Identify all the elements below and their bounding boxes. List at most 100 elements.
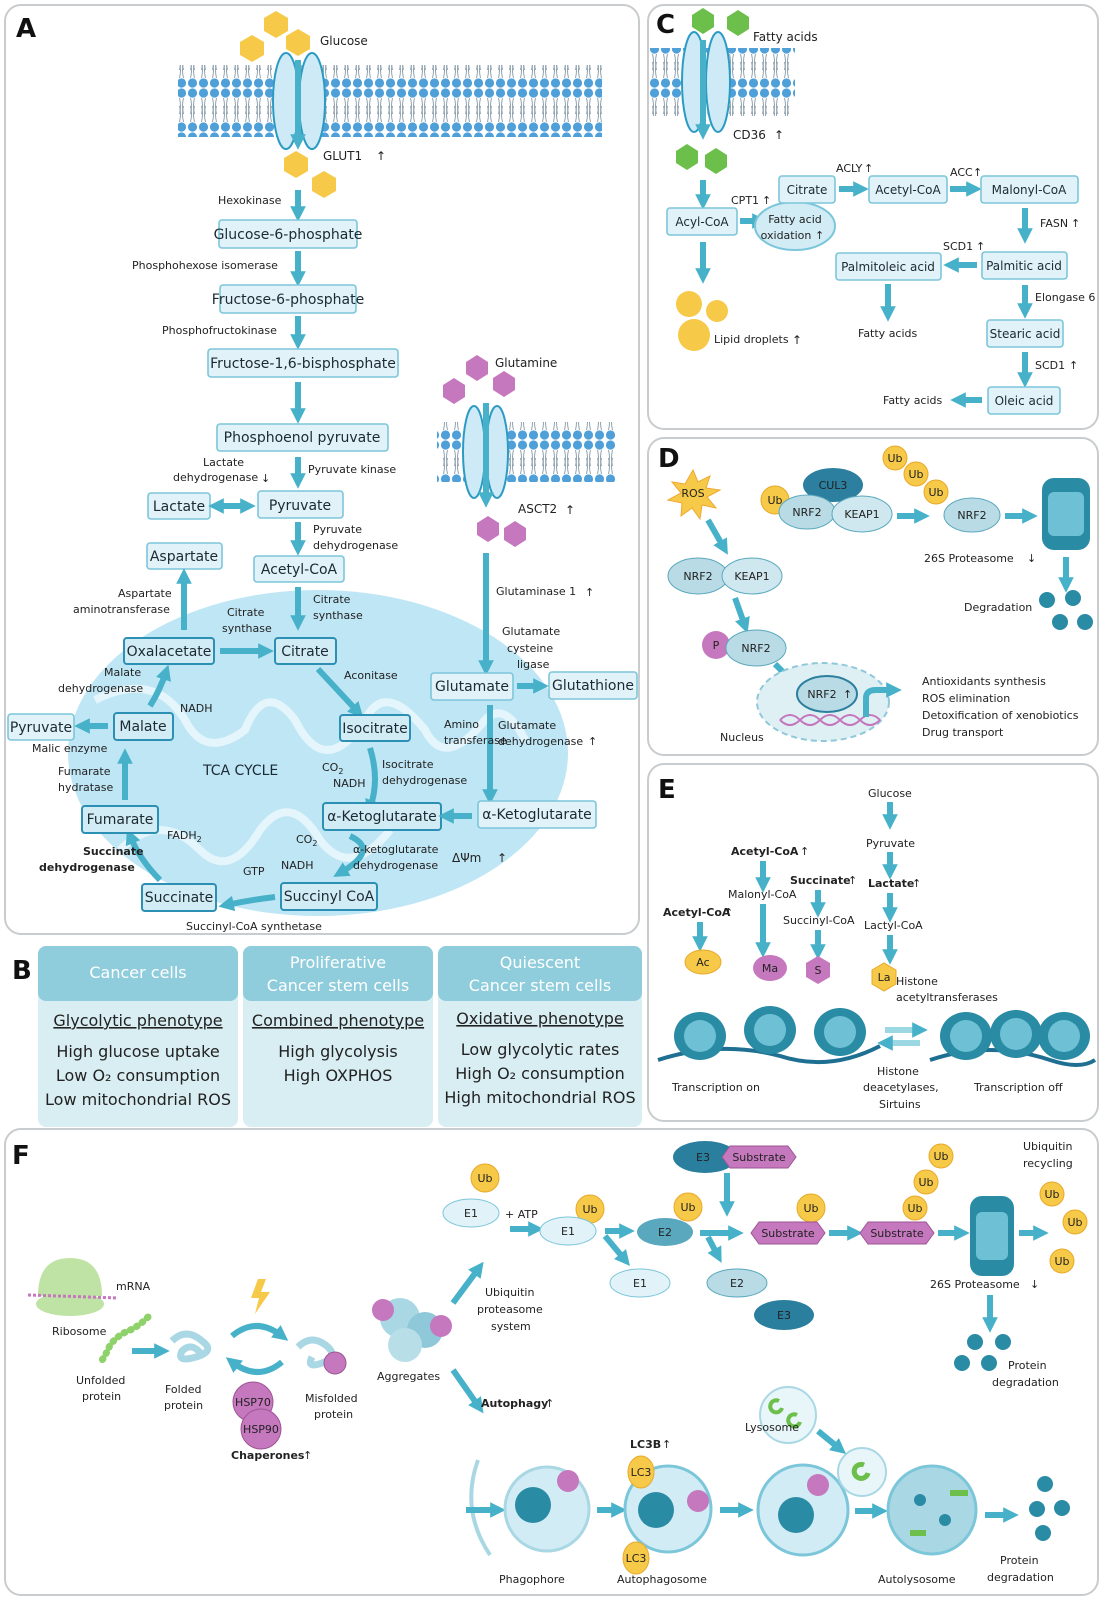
panel-label-a: A — [16, 14, 36, 44]
mrna-label: mRNA — [116, 1280, 151, 1293]
acetylcoa-c-box — [868, 175, 948, 204]
panel-label-d: D — [658, 444, 680, 474]
cristae — [93, 684, 529, 754]
ub-f-label: Ub — [907, 1202, 922, 1215]
down-arrow: ↓ — [261, 472, 270, 485]
glucose-e-label: Glucose — [868, 787, 912, 800]
dna-helix — [779, 714, 881, 726]
nrf2-label-2: NRF2 — [741, 642, 770, 655]
col2-line1: High glycolysis — [278, 1042, 398, 1061]
e2-label-1: E2 — [658, 1226, 672, 1239]
col1-line2: Low O₂ consumption — [56, 1066, 220, 1085]
pdeg-label-1: Protein — [1008, 1359, 1047, 1372]
nucleus-label: Nucleus — [720, 731, 764, 744]
autophagosome-label: Autophagosome — [617, 1573, 707, 1586]
ac-label: Ac — [696, 956, 709, 969]
ub-circle — [673, 1192, 703, 1222]
mrna-strand — [27, 1293, 119, 1300]
fh-label-2: hydratase — [58, 781, 114, 794]
glutamate-label: Glutamate — [435, 679, 509, 695]
malate-label: Malate — [119, 719, 166, 735]
fa-hexagon — [692, 8, 714, 34]
aggregates-label: Aggregates — [377, 1370, 440, 1383]
glutamine-hexagon — [443, 378, 465, 404]
table-col-1-header — [38, 946, 238, 1001]
substrate-hex — [721, 1145, 797, 1169]
peptide-dot — [1035, 1525, 1051, 1541]
p-label: P — [713, 639, 720, 652]
nrf2-label-1: NRF2 — [683, 570, 712, 583]
outcome-1: Antioxidants synthesis — [922, 675, 1046, 688]
md-label-1: Malate — [104, 666, 141, 679]
acylcoa-box — [666, 207, 738, 236]
fao-label-2: oxidation — [761, 229, 812, 242]
col3-line3: High mitochondrial ROS — [444, 1088, 635, 1107]
unfolded-protein — [96, 1313, 152, 1367]
glucose-hexagon — [286, 29, 310, 56]
up-arrow: ↑ — [864, 162, 873, 175]
s-hexagon — [806, 956, 830, 984]
gls-label: Glutaminase 1 — [496, 585, 576, 598]
e1-oval — [442, 1198, 500, 1228]
ub-circle — [1049, 1248, 1075, 1274]
ma-label: Ma — [762, 962, 778, 975]
proteasome-d-label: 26S Proteasome — [924, 552, 1014, 565]
glutamine-label: Glutamine — [495, 356, 557, 370]
glucose-hexagon — [240, 35, 264, 62]
ros-burst — [666, 468, 722, 521]
ub-circle — [1062, 1209, 1088, 1235]
ubrec-label-1: Ubiquitin — [1023, 1140, 1072, 1153]
lysosome-small — [837, 1447, 887, 1497]
col3-line2: High O₂ consumption — [455, 1064, 625, 1083]
e3-oval — [754, 1300, 814, 1330]
damaged-mito — [515, 1487, 551, 1523]
col2-header-2: Cancer stem cells — [267, 976, 409, 995]
ub-f-label: Ub — [1044, 1188, 1059, 1201]
e1-oval — [609, 1268, 671, 1298]
proteasome-f-label: 26S Proteasome — [930, 1278, 1020, 1291]
ub-label: Ub — [908, 468, 923, 481]
f6p-label: Fructose-6-phosphate — [212, 292, 364, 308]
folded-label-2: protein — [164, 1399, 203, 1412]
ubrec-label-2: recycling — [1023, 1157, 1073, 1170]
f6p-box — [219, 284, 357, 314]
fao-label-1: Fatty acid — [768, 213, 822, 226]
ub-circle — [923, 479, 949, 505]
substrate-hex — [750, 1221, 826, 1245]
e2-oval — [706, 1268, 768, 1298]
degradation-label: Degradation — [964, 601, 1032, 614]
f16bp-label: Fructose-1,6-bisphosphate — [210, 356, 396, 372]
acetylcoa-box — [253, 555, 345, 583]
nadh-label-a2: NADH — [333, 777, 366, 790]
cd36-transporter — [705, 31, 731, 133]
glutamine-hexagon — [466, 355, 488, 381]
akg2-label: α-Ketoglutarate — [482, 807, 592, 823]
cargo-tag — [687, 1490, 709, 1512]
nrf2-label-4: NRF2 — [957, 509, 986, 522]
panel-d-border — [647, 437, 1099, 756]
ldh-label-1: Lactate — [203, 456, 244, 469]
debris — [939, 1514, 951, 1526]
lysosome-label: Lysosome — [745, 1421, 799, 1434]
malate-box — [113, 712, 174, 741]
cargo-tag — [807, 1474, 829, 1496]
phospho-circle — [702, 631, 730, 659]
nrf2-oval — [943, 497, 1001, 533]
lipid-label: Lipid droplets — [714, 333, 789, 346]
debris — [950, 1490, 968, 1496]
lysosome — [759, 1386, 817, 1444]
arrow — [225, 1357, 284, 1375]
hexokinase-label: Hexokinase — [218, 194, 282, 207]
cs-label-2: synthase — [313, 609, 363, 622]
nadh-label-a1: NADH — [180, 702, 213, 715]
at-label-2: transferase — [444, 734, 507, 747]
hdac-label-3: Sirtuins — [879, 1098, 921, 1111]
arrow — [125, 828, 163, 883]
glutathione-box — [548, 671, 638, 700]
ub-label: Ub — [928, 486, 943, 499]
e3-label-1: E3 — [777, 1309, 791, 1322]
glucose-hexagon — [284, 151, 308, 178]
peptide-dot — [1054, 1500, 1070, 1516]
up-arrow: ↑ — [303, 1449, 312, 1462]
col1-line1: High glucose uptake — [56, 1042, 219, 1061]
